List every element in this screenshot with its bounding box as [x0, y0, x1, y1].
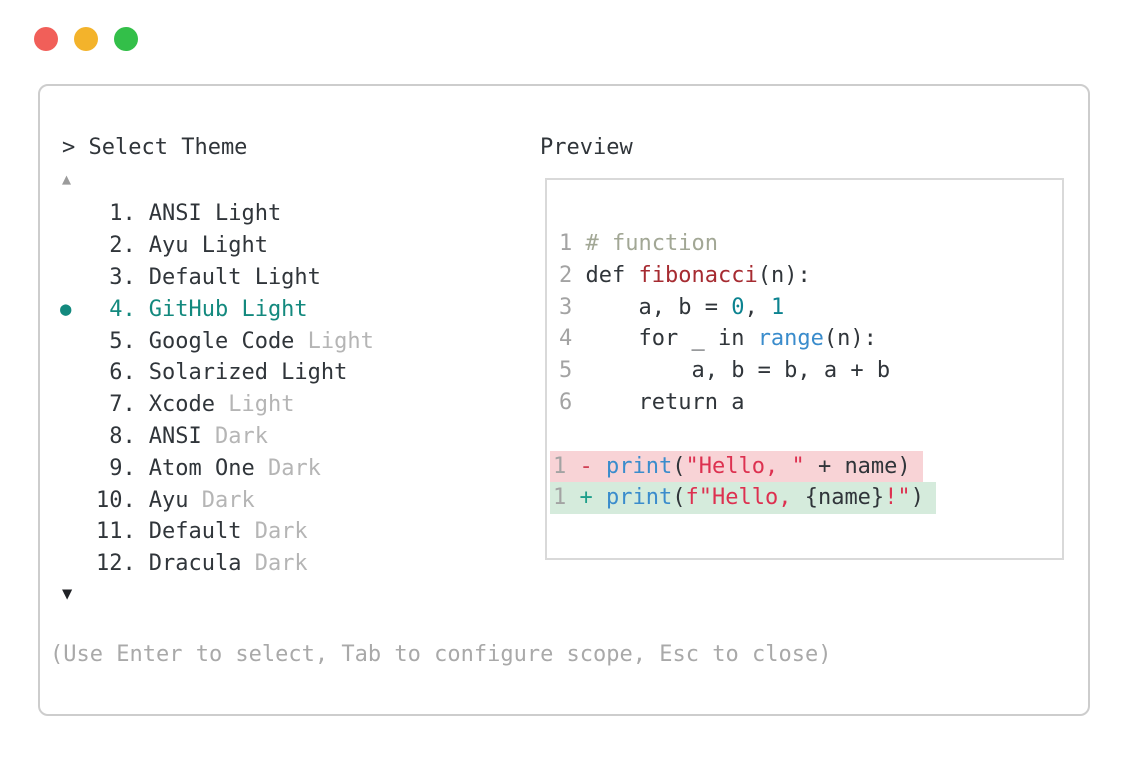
line-number: 6: [559, 389, 573, 415]
code-token: fibonacci: [638, 262, 758, 288]
code-token: 0: [731, 294, 745, 320]
theme-variant: Dark: [241, 519, 308, 545]
theme-number: 10.: [96, 487, 136, 513]
code-line: 2 def fibonacci(n):: [559, 260, 1062, 292]
theme-name: Default: [148, 519, 242, 545]
code-token: (n):: [757, 262, 811, 288]
line-number: 1: [553, 453, 567, 479]
code-token: (n):: [823, 326, 877, 352]
theme-variant: Dark: [241, 551, 308, 577]
minimize-button[interactable]: [74, 27, 98, 51]
theme-number: 9.: [96, 455, 136, 481]
code-token: (: [672, 485, 686, 511]
keyboard-help-text: (Use Enter to select, Tab to configure s…: [50, 642, 832, 667]
selected-bullet-icon: ●: [60, 298, 72, 321]
theme-name: Ayu: [148, 487, 189, 513]
line-number: 1: [553, 485, 567, 511]
theme-name: Google Code: [148, 328, 295, 354]
theme-name: ANSI Light: [148, 201, 282, 227]
code-token: ,: [744, 294, 771, 320]
code-token: range: [757, 326, 824, 352]
theme-number: 5.: [96, 328, 136, 354]
theme-variant: Dark: [188, 487, 255, 513]
code-token: "Hello, ": [685, 453, 805, 479]
theme-name: Dracula: [148, 551, 242, 577]
theme-picker-panel: > Select Theme ▲ 1. ANSI Light 2. Ayu Ligh…: [38, 84, 1090, 716]
theme-item-github-light[interactable]: ● 4. GitHub Light: [60, 293, 374, 325]
code-line: 5 a, b = b, a + b: [559, 355, 1062, 387]
code-token: # function: [585, 231, 718, 256]
theme-number: 4.: [96, 296, 136, 322]
code-token: def: [585, 262, 639, 288]
theme-number: 6.: [96, 360, 136, 386]
code-token: a, b = b, a + b: [585, 358, 891, 384]
theme-variant: Light: [214, 392, 295, 418]
theme-item-google-code[interactable]: 5. Google Code Light: [60, 325, 374, 357]
blank-line: [559, 419, 1062, 451]
code-token: return a: [585, 389, 745, 415]
theme-item-solarized-light[interactable]: 6. Solarized Light: [60, 357, 374, 389]
theme-name: ANSI: [148, 423, 202, 449]
theme-item-default[interactable]: 11. Default Dark: [60, 516, 374, 548]
code-line: 1 # function: [559, 228, 1062, 260]
line-number: 1: [559, 231, 573, 256]
theme-variant: Light: [294, 328, 374, 354]
traffic-lights: [34, 27, 138, 51]
theme-name: Atom One: [148, 455, 255, 481]
theme-list: 1. ANSI Light 2. Ayu Light 3. Default Light…: [60, 198, 374, 580]
scroll-up-icon[interactable]: ▲: [62, 170, 72, 188]
line-number: 5: [559, 358, 573, 384]
code-token: (: [672, 453, 686, 479]
theme-number: 3.: [96, 264, 136, 290]
line-number: 3: [559, 294, 573, 320]
theme-item-ansi[interactable]: 8. ANSI Dark: [60, 421, 374, 453]
close-button[interactable]: [34, 27, 58, 51]
theme-item-default-light[interactable]: 3. Default Light: [60, 262, 374, 294]
code-token: print: [606, 453, 673, 479]
code-token: -: [579, 453, 606, 479]
diff-added-line: 1 + print(f"Hello, {name}!"): [550, 482, 936, 515]
code-line: 6 return a: [559, 387, 1062, 419]
picker-prompt: > Select Theme: [62, 135, 248, 160]
theme-name: Solarized Light: [148, 360, 348, 386]
theme-number: 2.: [96, 233, 136, 259]
line-number: 2: [559, 262, 573, 288]
code-line: 3 a, b = 0, 1: [559, 292, 1062, 324]
theme-item-ayu-light[interactable]: 2. Ayu Light: [60, 230, 374, 262]
code-token: + name): [804, 453, 911, 479]
code-token: f"Hello,: [685, 485, 805, 511]
theme-number: 1.: [96, 201, 136, 227]
theme-number: 11.: [96, 519, 136, 545]
code-token: a, b =: [585, 294, 732, 320]
theme-item-dracula[interactable]: 12. Dracula Dark: [60, 548, 374, 580]
theme-item-ansi-light[interactable]: 1. ANSI Light: [60, 198, 374, 230]
theme-name: GitHub Light: [148, 296, 308, 322]
line-number: 4: [559, 326, 573, 352]
diff-removed-line: 1 - print("Hello, " + name): [550, 450, 923, 483]
scroll-down-icon[interactable]: ▼: [62, 584, 73, 604]
theme-number: 12.: [96, 551, 136, 577]
preview-title: Preview: [540, 135, 633, 160]
theme-item-atom-one[interactable]: 9. Atom One Dark: [60, 452, 374, 484]
theme-name: Ayu Light: [148, 233, 268, 259]
code-token: 1: [770, 294, 785, 320]
theme-variant: Dark: [254, 455, 321, 481]
theme-number: 8.: [96, 423, 136, 449]
theme-name: Default Light: [148, 264, 321, 290]
theme-variant: Dark: [201, 423, 268, 449]
theme-item-xcode[interactable]: 7. Xcode Light: [60, 389, 374, 421]
maximize-button[interactable]: [114, 27, 138, 51]
code-token: {name}: [804, 485, 885, 511]
theme-name: Xcode: [148, 392, 215, 418]
code-token: !": [884, 485, 911, 511]
code-token: +: [579, 485, 606, 511]
theme-item-ayu[interactable]: 10. Ayu Dark: [60, 484, 374, 516]
code-token: ): [910, 485, 924, 511]
code-token: print: [606, 485, 673, 511]
theme-number: 7.: [96, 392, 136, 418]
code-token: for _ in: [585, 326, 758, 352]
code-line: 4 for _ in range(n):: [559, 323, 1062, 355]
